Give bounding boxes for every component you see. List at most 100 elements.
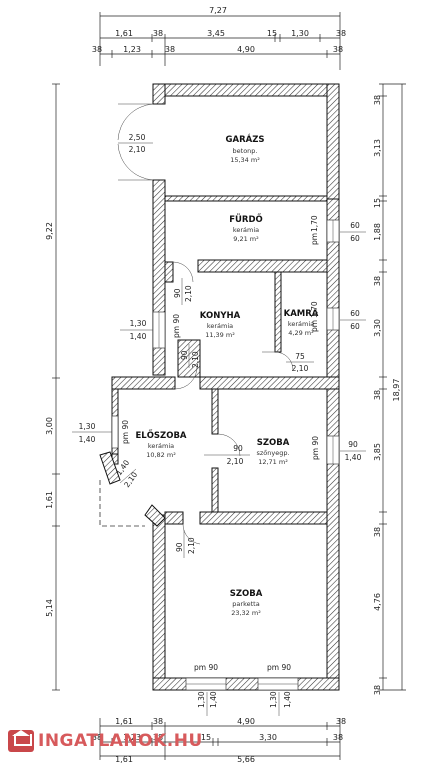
room-floor: kerámia: [207, 322, 233, 330]
szoba1-pm: pm 90: [311, 436, 320, 460]
dim-right-9: 38: [373, 527, 382, 537]
szoba1-window-h: 1,40: [345, 453, 362, 462]
kitchen-window-w: 1,30: [130, 319, 147, 328]
room-floor: kerámia: [233, 226, 259, 234]
dim-bot-r2-3: 38: [153, 733, 163, 742]
dim-top-r3-2: 1,23: [123, 45, 141, 54]
room-area: 12,71 m²: [258, 458, 288, 466]
room-name: KAMRA: [284, 309, 319, 319]
dim-top-r2-1: 1,61: [115, 29, 133, 38]
bath-window-w: 60: [350, 221, 360, 230]
room-name: FÜRDŐ: [229, 214, 263, 225]
dim-top-r3-3: 38: [165, 45, 175, 54]
szoba1-window-w: 90: [348, 440, 358, 449]
room-area: 4,29 m²: [288, 329, 314, 337]
kitchen-window-h: 1,40: [130, 332, 147, 341]
dim-bot-r3-2: 5,66: [237, 755, 255, 764]
dim-right-11: 38: [373, 685, 382, 695]
garage-door-w: 2,50: [129, 133, 146, 142]
bottom-dimensions: 1,61 38 4,90 38 38 1,23 38 15 3,30 38 1,…: [92, 717, 346, 764]
dim-right-2: 3,13: [373, 139, 382, 157]
hall-pm: pm 90: [121, 420, 130, 444]
szoba2-win-b-h: 1,40: [283, 691, 292, 708]
room-area: 10,82 m²: [146, 451, 176, 459]
room-name: GARÁZS: [226, 133, 265, 145]
room-name: SZOBA: [257, 438, 290, 448]
room-furdo: FÜRDŐ kerámia 9,21 m²: [229, 214, 263, 243]
room-area: 15,34 m²: [230, 156, 260, 164]
watermark-text: INGATLANOK.HU: [38, 731, 203, 751]
szoba2-win-b-pm: pm 90: [267, 663, 291, 672]
dim-right-3: 15: [373, 198, 382, 208]
dim-right-total: 18,97: [392, 379, 401, 402]
dim-right-10: 4,76: [373, 593, 382, 611]
dim-top-r3-5: 38: [333, 45, 343, 54]
room-eloszoba: ELŐSZOBA kerámia 10,82 m²: [135, 430, 186, 459]
dim-right-8: 3,85: [373, 443, 382, 461]
room-szoba-2: SZOBA parketta 23,32 m²: [230, 589, 263, 617]
szoba2-win-a-h: 1,40: [209, 691, 218, 708]
room-name: SZOBA: [230, 589, 263, 599]
right-dimensions: 38 3,13 15 1,88 38 3,30 38 3,85 38 4,76 …: [373, 83, 406, 695]
house-logo-icon: [8, 730, 34, 752]
room-floor: kerámia: [288, 320, 314, 328]
bath-window-h: 60: [350, 234, 360, 243]
room-floor: kerámia: [148, 442, 174, 450]
room-name: KONYHA: [200, 311, 241, 321]
room-area: 11,39 m²: [205, 331, 235, 339]
szoba2-win-a-pm: pm 90: [194, 663, 218, 672]
room-szoba-1: SZOBA szőnyegp. 12,71 m²: [256, 438, 289, 466]
bath-pm: pm: [310, 233, 319, 245]
kamra-pm: pm: [310, 320, 319, 332]
kamra-door-w: 75: [295, 352, 305, 361]
kitchen-pm: pm 90: [172, 314, 181, 338]
kamra-door-h: 2,10: [292, 364, 309, 373]
room-garazs: GARÁZS betonp. 15,34 m²: [226, 133, 265, 164]
hall-window-w: 1,30: [79, 422, 96, 431]
door-kitchen-h: 2,10: [191, 351, 200, 368]
dim-bot-r2-4: 15: [201, 733, 211, 742]
szoba2-win-b-w: 1,30: [269, 691, 278, 708]
dim-bot-r2-1: 38: [92, 733, 102, 742]
windows: [111, 219, 340, 691]
dim-top-r2-4: 15: [267, 29, 277, 38]
dim-top-r2-5: 1,30: [291, 29, 309, 38]
szoba2-door-h: 2,10: [187, 537, 196, 554]
room-area: 9,21 m²: [233, 235, 259, 243]
dim-top-r3-1: 38: [92, 45, 102, 54]
dim-left-4: 5,14: [45, 599, 54, 617]
left-dimensions: 9,22 3,00 1,61 5,14: [45, 83, 60, 691]
dim-right-5: 38: [373, 276, 382, 286]
room-area: 23,32 m²: [231, 609, 261, 617]
door-a-h: 2,10: [184, 285, 193, 302]
dim-bot-r2-6: 38: [333, 733, 343, 742]
dim-bot-r1-1: 1,61: [115, 717, 133, 726]
dim-left-2: 3,00: [45, 417, 54, 435]
dim-bot-r2-2: 1,23: [123, 733, 141, 742]
hall-window-h: 1,40: [79, 435, 96, 444]
dim-top-r2-3: 3,45: [207, 29, 225, 38]
dim-right-1: 38: [373, 95, 382, 105]
kamra-window-w: 60: [350, 309, 360, 318]
entry-door-h: 2,10: [122, 470, 139, 489]
room-konyha: KONYHA kerámia 11,39 m²: [200, 311, 241, 339]
room-name: ELŐSZOBA: [135, 430, 186, 441]
dim-right-6: 3,30: [373, 319, 382, 337]
dim-bot-r3-1: 1,61: [115, 755, 133, 764]
dim-left-3: 1,61: [45, 491, 54, 509]
room-kamra: KAMRA kerámia 4,29 m²: [284, 309, 319, 337]
room-floor: parketta: [232, 600, 259, 608]
doors: [99, 103, 294, 545]
dim-bot-r1-2: 38: [153, 717, 163, 726]
dim-top-r2-2: 38: [153, 29, 163, 38]
dim-bot-r1-4: 38: [336, 717, 346, 726]
dim-top-r2-6: 38: [336, 29, 346, 38]
room-floor: szőnyegp.: [256, 448, 289, 457]
szoba1-door-w: 90: [233, 444, 243, 453]
room-floor: betonp.: [233, 147, 258, 155]
kamra-window-h: 60: [350, 322, 360, 331]
szoba2-win-a-w: 1,30: [197, 691, 206, 708]
dim-top-total: 7,27: [209, 6, 227, 15]
garage-door-h: 2,10: [129, 145, 146, 154]
